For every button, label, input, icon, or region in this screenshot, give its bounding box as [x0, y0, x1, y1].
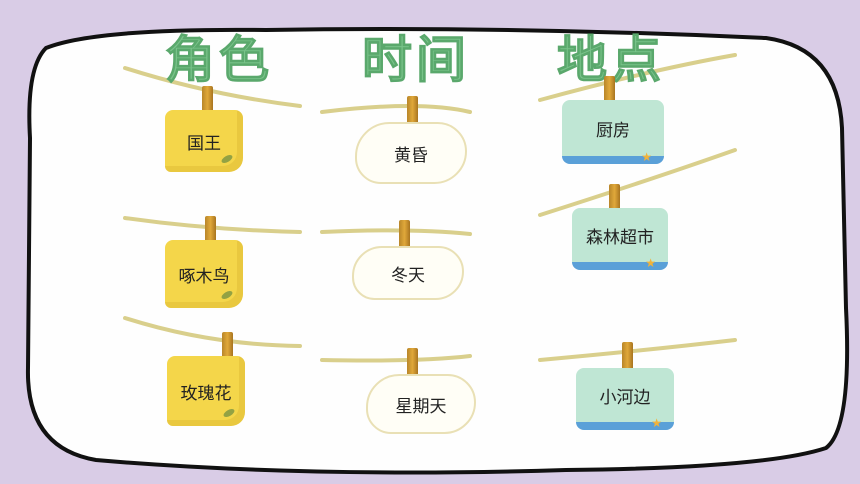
- character-card: 啄木鸟: [165, 240, 243, 308]
- time-card: 星期天: [366, 374, 476, 434]
- heading-characters: 角色: [165, 31, 273, 90]
- rope: [320, 104, 472, 114]
- rope: [538, 338, 737, 362]
- place-card: 小河边 ★: [576, 368, 674, 430]
- rope: [538, 53, 737, 102]
- star-icon: ★: [651, 416, 662, 430]
- rope: [320, 228, 472, 236]
- time-label: 冬天: [391, 265, 425, 286]
- place-label: 森林超市: [586, 227, 654, 248]
- clothespin: [222, 332, 233, 362]
- time-card: 黄昏: [355, 122, 467, 184]
- clothespin: [609, 184, 620, 214]
- character-card: 玫瑰花: [167, 356, 245, 426]
- place-label: 厨房: [596, 120, 630, 141]
- place-card: 厨房 ★: [562, 100, 664, 164]
- clothespin: [205, 216, 216, 246]
- clothespin: [399, 220, 410, 250]
- clothespin: [407, 348, 418, 378]
- star-icon: ★: [645, 256, 656, 270]
- star-icon: ★: [641, 150, 652, 164]
- character-label: 玫瑰花: [180, 383, 232, 404]
- leaf-decoration: [220, 289, 234, 301]
- clothespin: [604, 76, 615, 106]
- clothespin: [407, 96, 418, 126]
- leaf-decoration: [220, 153, 234, 165]
- time-card: 冬天: [352, 246, 464, 300]
- time-label: 星期天: [395, 396, 447, 417]
- place-label: 小河边: [599, 387, 651, 408]
- character-label: 啄木鸟: [178, 266, 230, 287]
- clothespin: [622, 342, 633, 372]
- rope: [320, 354, 472, 363]
- rope: [538, 148, 737, 217]
- heading-time: 时间: [362, 31, 470, 90]
- character-label: 国王: [187, 133, 221, 154]
- leaf-decoration: [222, 407, 236, 419]
- clothespin: [202, 86, 213, 116]
- rope: [123, 316, 302, 348]
- character-card: 国王: [165, 110, 243, 172]
- time-label: 黄昏: [394, 145, 428, 166]
- place-card: 森林超市 ★: [572, 208, 668, 270]
